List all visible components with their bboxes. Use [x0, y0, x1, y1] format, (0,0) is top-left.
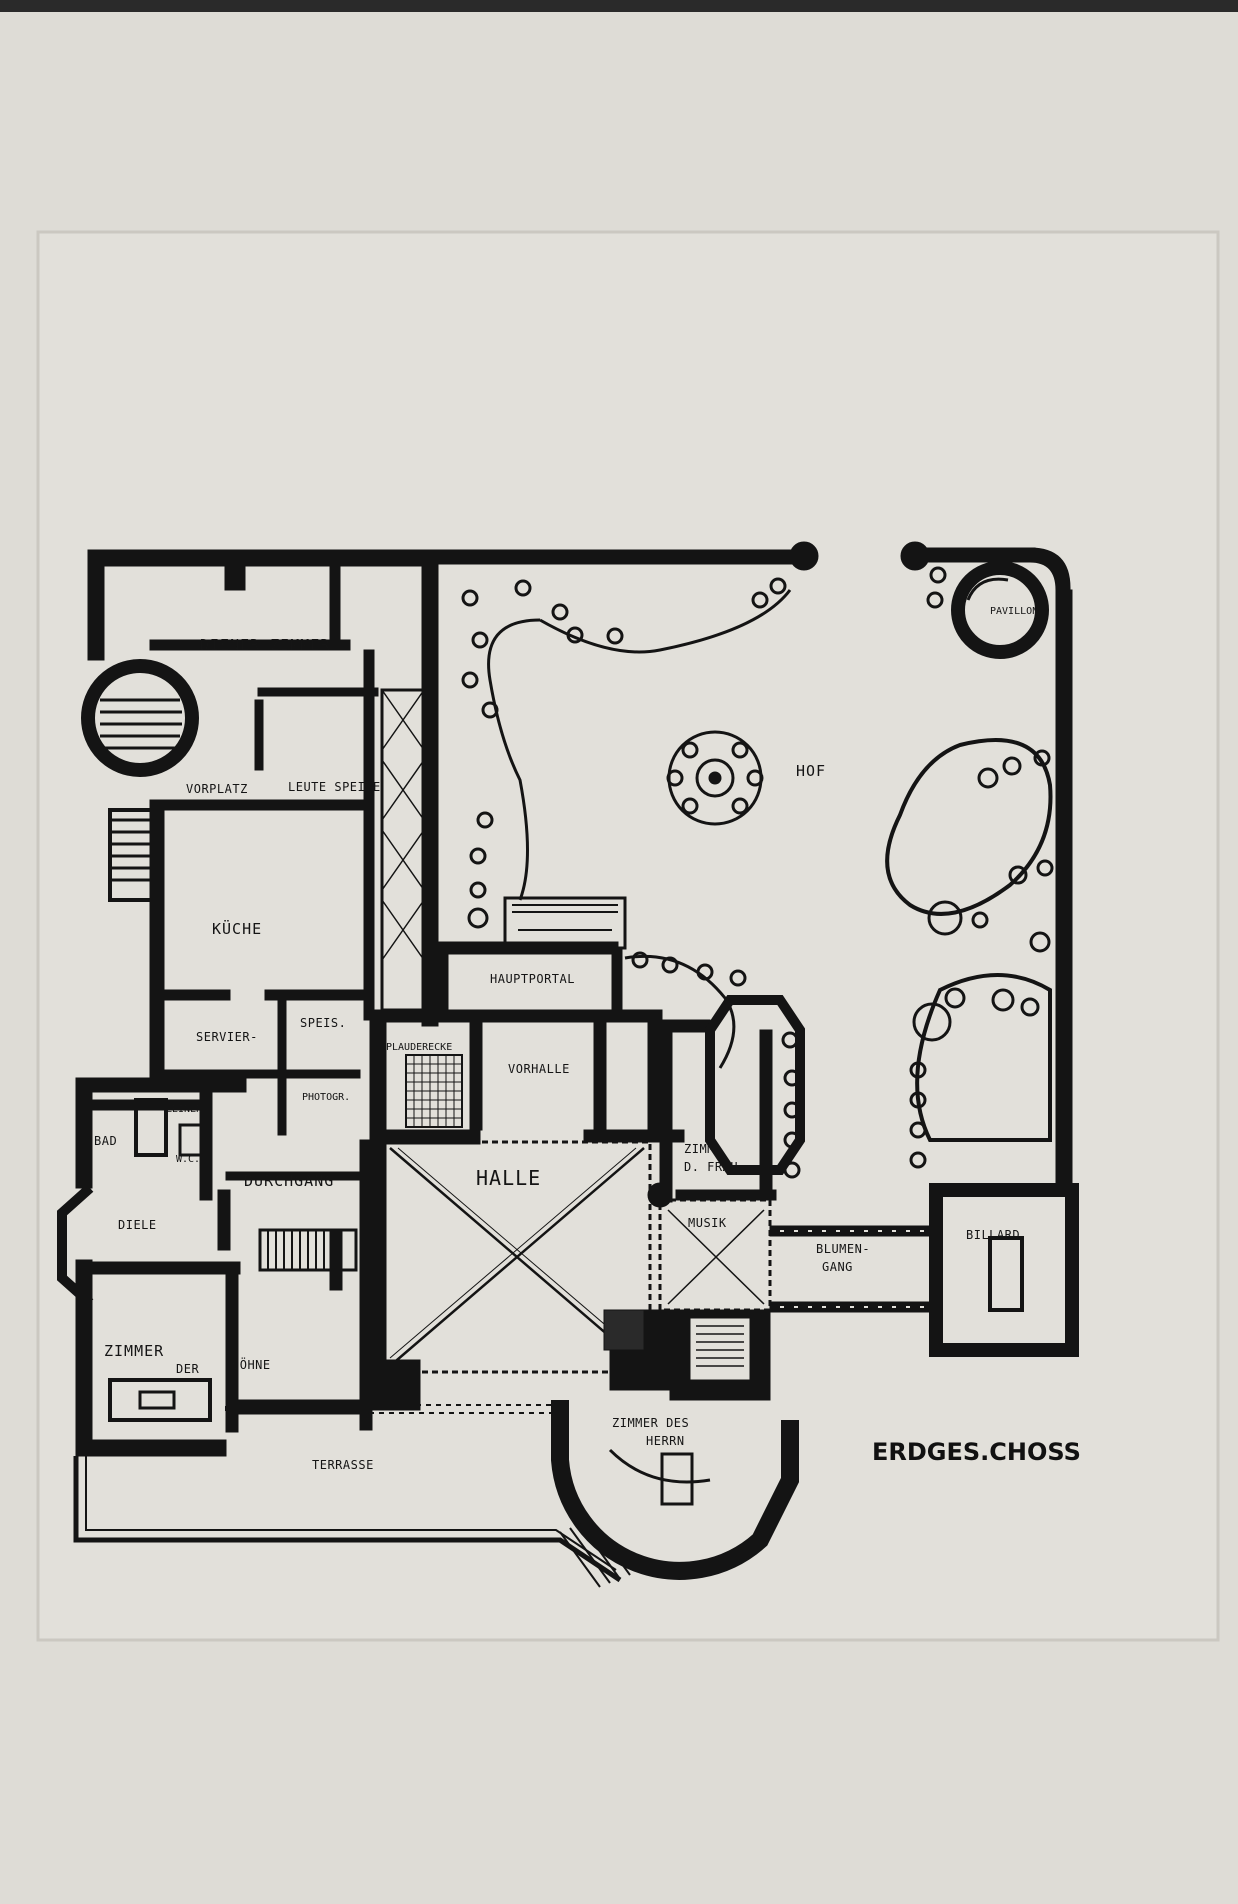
terrasse-outline [73, 1456, 622, 1583]
label-servier: SERVIER- [196, 1030, 258, 1044]
label-leute-speise: LEUTE SPEISE [288, 780, 381, 794]
label-durchgang: DURCHGANG [244, 1172, 335, 1190]
diele-bay [57, 1184, 94, 1307]
billard-room [929, 1183, 1079, 1357]
pavillon [951, 561, 1049, 659]
label-leinen: LEINEN [166, 1104, 203, 1115]
wall-north-court [429, 549, 801, 565]
label-halle: HALLE [476, 1166, 542, 1190]
octagon-bay [705, 995, 805, 1175]
label-diener-zimmer: DIENER-ZIMMER [200, 636, 331, 654]
label-bad: BAD [94, 1134, 118, 1148]
wall-west-service [87, 549, 105, 661]
label-zimm-d-frau-1: ZIMM. [684, 1142, 723, 1156]
label-terrasse: TERRASSE [312, 1458, 374, 1472]
stair-tower-nw [81, 659, 199, 777]
shrubs [461, 566, 1054, 1179]
label-photogr: PHOTOGR. [302, 1092, 351, 1103]
wall-court-west [421, 555, 439, 1027]
label-zimmer-der-soehne-1: ZIMMER [104, 1342, 165, 1360]
label-musik: MUSIK [688, 1216, 727, 1230]
wall-east-court [1055, 589, 1073, 1191]
label-diele: DIELE [118, 1218, 157, 1232]
label-zimm-d-frau-2: D. FRAU [684, 1160, 739, 1174]
plan-title: ERDGES.CHOSS [872, 1438, 1081, 1466]
label-billard: BILLARD [966, 1228, 1021, 1242]
label-pavillon: PAVILLON [990, 606, 1039, 617]
label-hauptportal: HAUPTPORTAL [490, 972, 575, 986]
label-kueche: KÜCHE [212, 920, 263, 938]
label-plauderecke: PLAUDERECKE [386, 1042, 453, 1053]
herrn-apse [551, 1400, 799, 1580]
label-zimmer-des-herrn-1: ZIMMER DES [612, 1416, 690, 1430]
label-zimmer-der-soehne-2: DER [176, 1362, 200, 1376]
flower-bed-south [915, 973, 1052, 1142]
halle-room [380, 1140, 652, 1374]
label-vorhalle: VORHALLE [508, 1062, 570, 1076]
label-vorplatz: VORPLATZ [186, 782, 248, 796]
label-blumengang-1: BLUMEN- [816, 1242, 871, 1256]
label-blumengang-2: GANG [822, 1260, 853, 1274]
label-zimmer-der-soehne-3: SÖHNE [232, 1358, 271, 1372]
wall-north-service [87, 549, 439, 567]
label-wc: W.C. [176, 1154, 201, 1165]
label-speis: SPEIS. [300, 1016, 347, 1030]
label-zimmer-des-herrn-2: HERRN [646, 1434, 685, 1448]
label-hof: HOF [796, 762, 827, 780]
